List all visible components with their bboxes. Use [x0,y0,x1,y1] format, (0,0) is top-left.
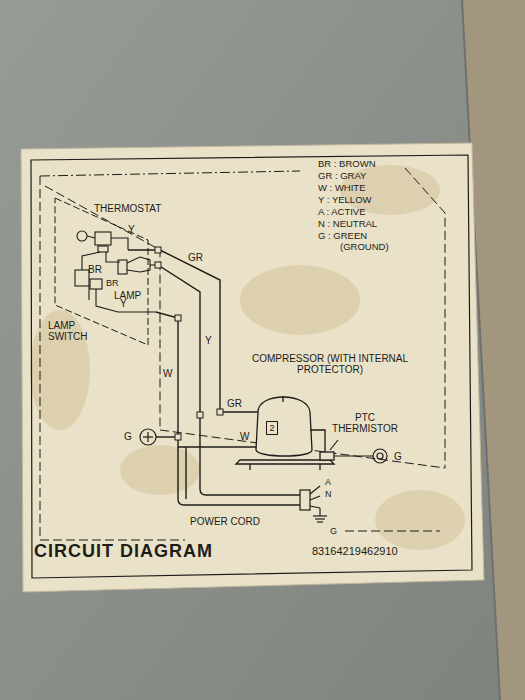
wire-color-code: BR [88,264,102,275]
legend-entry: Y : YELLOW [318,194,418,205]
legend-entry: A : ACTIVE [318,206,418,217]
legend-entry: GR : GRAY [318,170,418,181]
terminal-number: 2 [267,423,277,433]
pin-name: A [325,477,331,488]
cabinet-outline [40,168,445,540]
legend-entry: G : GREEN (GROUND) [318,230,418,252]
component-label: LAMP [114,290,141,301]
wire-color-code: GR [227,398,242,409]
wires [128,250,300,505]
wire-color-code: GR [188,252,203,263]
pin-name: G [330,526,337,537]
component-label: PTC THERMISTOR [330,412,400,434]
ground-screw [140,429,156,445]
legend-entry: W : WHITE [318,182,418,193]
pin-name: N [325,489,332,500]
plug-symbol [300,486,327,522]
frame [31,155,472,578]
wire-color-code: W [240,431,249,442]
wire-color-code: W [163,368,172,379]
ptc-leader [330,440,338,450]
ground-mark: G [124,431,132,442]
chassis-ground [334,449,387,463]
wire-color-code: BR [106,278,119,289]
sticker-paper [21,143,484,592]
junction-terminals [155,247,223,440]
part-number: 83164219462910 [312,546,398,557]
wire-color-code: Y [120,298,127,309]
component-label: POWER CORD [190,516,260,527]
component-label: LAMP SWITCH [48,320,100,342]
legend-entry: N : NEUTRAL [318,218,418,229]
terminal-box: 2 [266,421,278,435]
stains [30,165,465,550]
diagram-title: CIRCUIT DIAGRAM [34,541,213,562]
ground-mark: G [394,451,402,462]
legend-entry: BR : BROWN [318,158,418,169]
thermostat-assembly [75,231,158,312]
component-label: COMPRESSOR (WITH INTERNAL PROTECTOR) [244,353,416,375]
compressor-symbol [236,396,334,470]
wire-color-code: Y [128,224,135,235]
wire-color-code: Y [205,335,212,346]
component-label: THERMOSTAT [94,203,161,214]
